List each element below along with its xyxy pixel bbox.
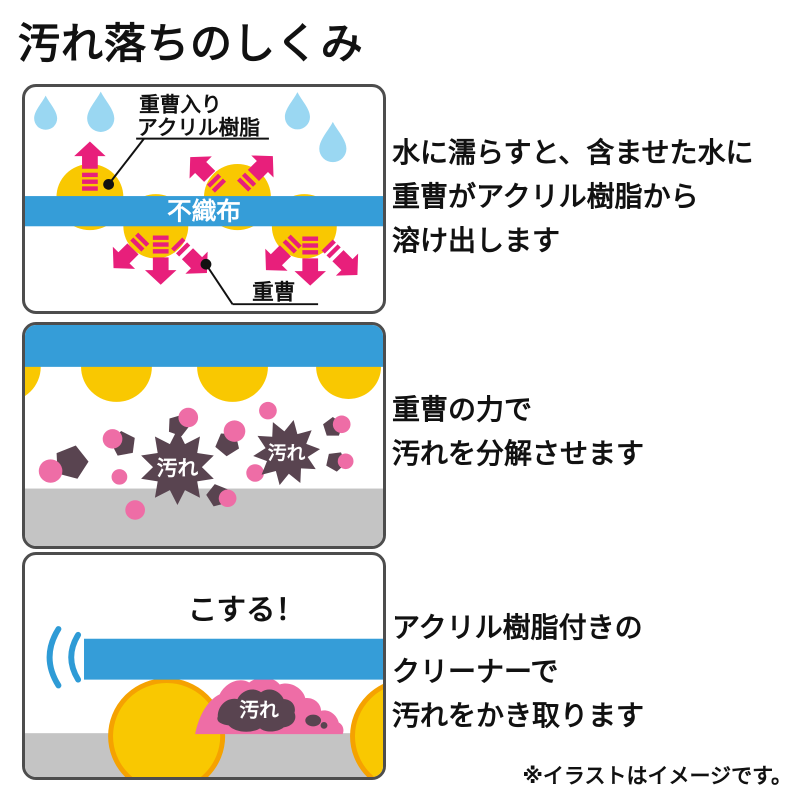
dirt-label: 汚れ: [157, 457, 199, 480]
caption-line: 重曹がアクリル樹脂から: [392, 181, 699, 212]
caption-line: 汚れを分解させます: [392, 438, 645, 469]
caption-line: 水に濡らすと、含ませた水に: [392, 137, 754, 168]
cleaner-sheet: [25, 325, 383, 402]
caption-line: 重曹の力で: [392, 394, 533, 425]
scraped-dirt-blob: 汚れ: [195, 677, 344, 735]
resin-leader-line: [107, 137, 269, 185]
cleaner-band: [84, 638, 383, 680]
dirt-burst-2: 汚れ: [253, 419, 321, 486]
panel-step1: 不織布 重曹入り アクリル樹脂 重曹: [22, 84, 386, 314]
page-title: 汚れ落ちのしくみ: [18, 20, 364, 67]
resin-label-line1: 重曹入り: [139, 93, 222, 116]
caption-line: アクリル樹脂付きの: [392, 612, 643, 643]
step2-illustration: 汚れ 汚れ: [25, 325, 383, 546]
resin-beads: [108, 678, 383, 777]
caption-line: クリーナーで: [392, 656, 559, 687]
soda-leader-line: [205, 263, 319, 306]
caption-line: 汚れをかき取ります: [392, 700, 645, 731]
motion-arcs-icon: [46, 626, 82, 689]
footnote: ※イラストはイメージです。: [522, 765, 792, 788]
panel-step2: 汚れ 汚れ: [22, 322, 386, 549]
step3-illustration: こする！ 汚れ: [25, 593, 383, 777]
caption-step2: 重曹の力で 汚れを分解させます: [392, 388, 796, 476]
dirt-label: 汚れ: [268, 442, 306, 463]
fabric-band: [25, 325, 383, 367]
soda-leader-dot: [200, 258, 212, 270]
soda-particles: [38, 401, 354, 520]
caption-step3: アクリル樹脂付きの クリーナーで 汚れをかき取ります: [392, 606, 796, 738]
surface-gray: [25, 488, 383, 546]
panel-step3: こする！ 汚れ: [22, 552, 386, 780]
resin-label-line2: アクリル樹脂: [137, 116, 260, 140]
caption-line: 溶け出します: [392, 225, 561, 256]
fabric-band: [25, 196, 383, 227]
step1-illustration: 不織布 重曹入り アクリル樹脂 重曹: [25, 91, 383, 306]
baking-soda-label: 重曹: [252, 279, 295, 304]
fabric-label: 不織布: [167, 197, 241, 226]
caption-step1: 水に濡らすと、含ませた水に 重曹がアクリル樹脂から 溶け出します: [392, 131, 796, 263]
dirt-label: 汚れ: [239, 700, 279, 722]
dirt-burst-1: 汚れ: [141, 429, 214, 505]
resin-leader-dot: [103, 179, 115, 190]
scrub-label: こする！: [188, 593, 305, 626]
